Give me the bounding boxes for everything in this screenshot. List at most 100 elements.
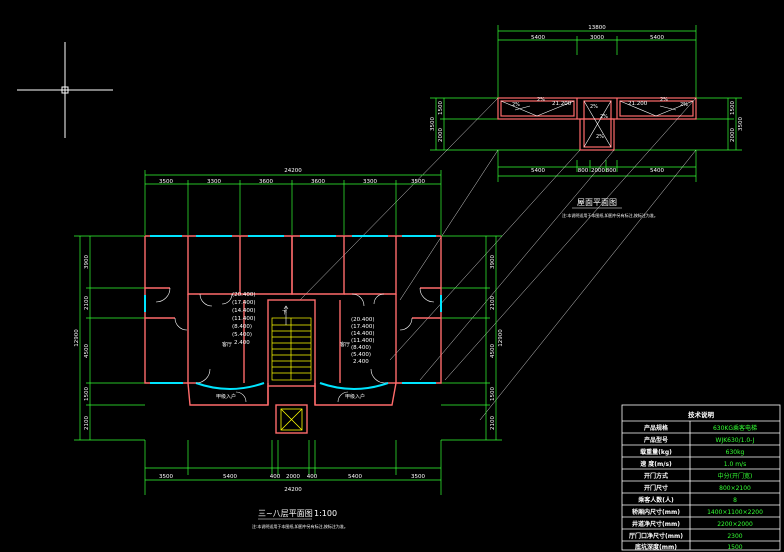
- roof-slope-label: 2%: [596, 134, 604, 140]
- floor-right-dim: 4500: [490, 344, 496, 358]
- floor-bottom-dim: 3500: [411, 474, 425, 480]
- elevation-value: (14.400): [232, 308, 256, 314]
- spec-value: 1500: [727, 544, 742, 551]
- roof-top-dim: 5400: [531, 35, 545, 41]
- floor-top-dim: 3300: [207, 179, 221, 185]
- spec-key: 载重量(kg): [640, 448, 672, 456]
- crosshair-cursor-icon: [17, 42, 113, 138]
- roof-plan-title: 屋面平面图: [577, 198, 617, 207]
- room-label: 客厅: [222, 341, 232, 348]
- floor-left-dim: 1500: [84, 387, 90, 401]
- floor-right-dim: 2100: [490, 416, 496, 430]
- roof-slope-label: 2%: [600, 114, 608, 120]
- stair-direction-label: 下: [282, 310, 287, 316]
- roof-slope-label: 2%: [590, 104, 598, 110]
- elevation-value: 2.400: [234, 340, 250, 346]
- spec-key: 轿厢内尺寸(mm): [632, 508, 680, 516]
- entrance-label: 甲级入户: [345, 393, 365, 400]
- roof-slope-label: 2%: [512, 102, 520, 108]
- floor-top-dim: 3600: [311, 179, 325, 185]
- roof-elevation: 21.200: [628, 101, 648, 107]
- spec-key: 底坑深度(mm): [635, 543, 677, 551]
- spec-key: 速 度(m/s): [640, 460, 672, 468]
- elevation-value: (17.400): [232, 300, 256, 306]
- roof-top-dim: 3000: [590, 35, 604, 41]
- floor-right-dim: 1500: [490, 387, 496, 401]
- elevation-value: (14.400): [351, 331, 375, 337]
- elevation-value: (11.400): [232, 316, 256, 322]
- elevation-value: 2.400: [353, 359, 369, 365]
- floor-plan-scale: 1:100: [314, 509, 337, 518]
- spec-value: 2200×2000: [717, 521, 753, 528]
- spec-key: 厅门口净尺寸(mm): [629, 532, 683, 540]
- spec-key: 井道净尺寸(mm): [632, 520, 680, 528]
- roof-left-total-dim: 3500: [430, 117, 436, 131]
- roof-bottom-dim: 2000: [591, 168, 605, 174]
- floor-bottom-dim: 5400: [223, 474, 237, 480]
- floor-right-dim: 3900: [490, 255, 496, 269]
- room-label: 客厅: [340, 341, 350, 348]
- floor-top-dim: 3600: [259, 179, 273, 185]
- elevation-list-left: (20.400) (17.400) (14.400) (11.400) (8.4…: [232, 292, 256, 346]
- floor-bottom-dim: 3500: [159, 474, 173, 480]
- roof-plan-note: 注:本说明适用于本图纸,如图中另有标注,按标注为准。: [562, 212, 658, 218]
- elevation-value: (5.400): [232, 332, 252, 338]
- roof-bottom-dim: 5400: [531, 168, 545, 174]
- spec-table-values: 630KG乘客电梯 WJK630/1.0-J 630kg 1.0 m/s 中分(…: [707, 424, 763, 551]
- floor-top-dim: 3500: [411, 179, 425, 185]
- floor-left-dim: 4500: [84, 344, 90, 358]
- roof-right-total-dim: 3500: [738, 117, 744, 131]
- spec-key: 开门尺寸: [644, 484, 668, 492]
- spec-value: 630kg: [726, 449, 745, 456]
- floor-plan: 下 (20.400) (17.400) (14.400) (11.400) (8…: [74, 168, 504, 529]
- spec-table: 技术说明 产品规格 产品型号 载重量(kg) 速 度(m/s) 开门方式 开门尺…: [621, 404, 781, 551]
- spec-value: 1.0 m/s: [724, 461, 746, 468]
- elevation-value: (11.400): [351, 338, 375, 344]
- floor-bottom-dim: 2000: [286, 474, 300, 480]
- roof-bottom-dim: 5400: [650, 168, 664, 174]
- spec-value: 2300: [727, 533, 742, 540]
- spec-value: 630KG乘客电梯: [713, 424, 757, 432]
- floor-left-dim: 3900: [84, 255, 90, 269]
- roof-bottom-dim: 800: [578, 168, 589, 174]
- roof-bottom-dim: 800: [606, 168, 617, 174]
- roof-right-dim: 2000: [730, 128, 736, 142]
- floor-plan-title: 三~八层平面图: [258, 509, 313, 518]
- elevation-value: (8.400): [232, 324, 252, 330]
- roof-right-dim: 1500: [730, 101, 736, 115]
- elevation-value: (20.400): [232, 292, 256, 298]
- roof-left-dim: 2000: [438, 128, 444, 142]
- roof-slope-label: 2%: [680, 102, 688, 108]
- floor-bottom-total-dim: 24200: [284, 487, 302, 493]
- floor-left-dim: 2100: [84, 416, 90, 430]
- floor-right-total-dim: 12900: [498, 329, 504, 347]
- elevation-value: (20.400): [351, 317, 375, 323]
- elevator-shaft-icon: [280, 408, 303, 431]
- spec-key: 产品型号: [644, 436, 668, 444]
- spec-table-heading: 技术说明: [688, 410, 715, 419]
- spec-key: 乘客人数(人): [637, 496, 674, 504]
- floor-bottom-dim: 400: [307, 474, 318, 480]
- floor-right-dim: 2100: [490, 296, 496, 310]
- floor-bottom-dim: 400: [270, 474, 281, 480]
- roof-slope-label: 2%: [537, 97, 545, 103]
- spec-value: 800×2100: [719, 485, 751, 492]
- projection-lines: [299, 97, 697, 421]
- spec-value: 8: [733, 497, 737, 504]
- spec-key: 开门方式: [644, 472, 668, 480]
- floor-left-dim: 2100: [84, 296, 90, 310]
- spec-value: 中分(开门宽): [718, 472, 753, 480]
- spec-value: WJK630/1.0-J: [716, 437, 755, 444]
- roof-plan: 2% 2% 2% 2% 2% 2% 2% 21.200 21.200 13800…: [430, 25, 744, 218]
- floor-top-total-dim: 24200: [284, 168, 302, 174]
- elevation-value: (8.400): [351, 345, 371, 351]
- roof-elevation: 21.200: [552, 101, 572, 107]
- spec-key: 产品规格: [644, 424, 669, 432]
- spec-value: 1400×1100×2200: [707, 509, 763, 516]
- roof-top-total-dim: 13800: [588, 25, 606, 31]
- roof-slope-label: 2%: [660, 97, 668, 103]
- floor-plan-note: 注:本说明适用于本图纸,如图中另有标注,按标注为准。: [252, 523, 348, 529]
- elevation-value: (17.400): [351, 324, 375, 330]
- floor-top-dim: 3500: [159, 179, 173, 185]
